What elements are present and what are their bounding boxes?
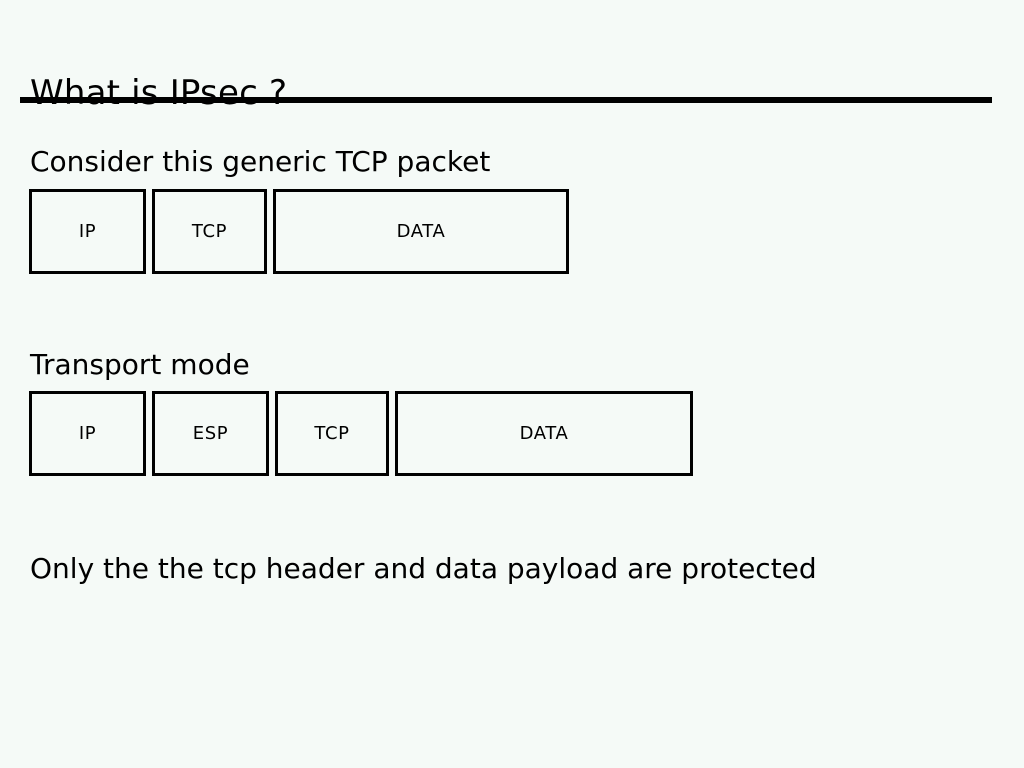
- generic-packet-caption: Consider this generic TCP packet: [30, 145, 491, 178]
- packet-field-ip: IP: [29, 189, 146, 274]
- packet-field-label: DATA: [396, 220, 446, 242]
- transport-mode-caption: Transport mode: [30, 348, 250, 381]
- packet-field-tcp: TCP: [152, 189, 267, 274]
- title-divider: [20, 97, 992, 103]
- transport-mode-packet-diagram: IP ESP TCP DATA: [29, 391, 693, 476]
- packet-field-label: DATA: [519, 422, 569, 444]
- packet-field-label: TCP: [191, 220, 228, 242]
- transport-field-esp: ESP: [152, 391, 269, 476]
- protection-note: Only the the tcp header and data payload…: [30, 552, 817, 585]
- packet-field-label: TCP: [314, 422, 350, 444]
- transport-field-data: DATA: [395, 391, 693, 476]
- packet-field-label: IP: [78, 220, 97, 242]
- packet-field-label: ESP: [192, 422, 229, 444]
- transport-field-tcp: TCP: [275, 391, 389, 476]
- generic-tcp-packet-diagram: IP TCP DATA: [29, 189, 569, 274]
- transport-field-ip: IP: [29, 391, 146, 476]
- page-title: What is IPsec ?: [30, 72, 288, 113]
- packet-field-data: DATA: [273, 189, 569, 274]
- packet-field-label: IP: [78, 422, 97, 444]
